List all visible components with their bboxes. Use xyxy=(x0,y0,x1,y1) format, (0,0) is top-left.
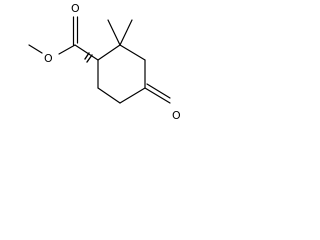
ring-bond-c2-c3 xyxy=(119,44,146,61)
ring-bond-c4-c5 xyxy=(119,87,146,104)
molecular-structure-diagram: O O O xyxy=(28,2,181,122)
stereo-hash-1 xyxy=(84,52,90,60)
ester-c-o-bond xyxy=(58,44,76,55)
ring-bond-c5-c6 xyxy=(97,87,121,104)
gem-methyl-bond-1 xyxy=(107,19,121,46)
ester-carbonyl-oxygen-label: O xyxy=(71,2,80,15)
ketone-bond-2 xyxy=(146,83,171,99)
ester-ether-oxygen-label: O xyxy=(44,52,53,65)
methoxy-bond xyxy=(28,44,43,54)
gem-methyl-bond-2 xyxy=(119,19,133,46)
ketone-bond-1 xyxy=(144,87,171,104)
stereo-hash-2 xyxy=(86,54,93,63)
ketone-oxygen-label: O xyxy=(172,109,181,122)
ring-bond-c1-c2 xyxy=(97,44,121,61)
ester-to-ring-bond xyxy=(74,44,99,61)
